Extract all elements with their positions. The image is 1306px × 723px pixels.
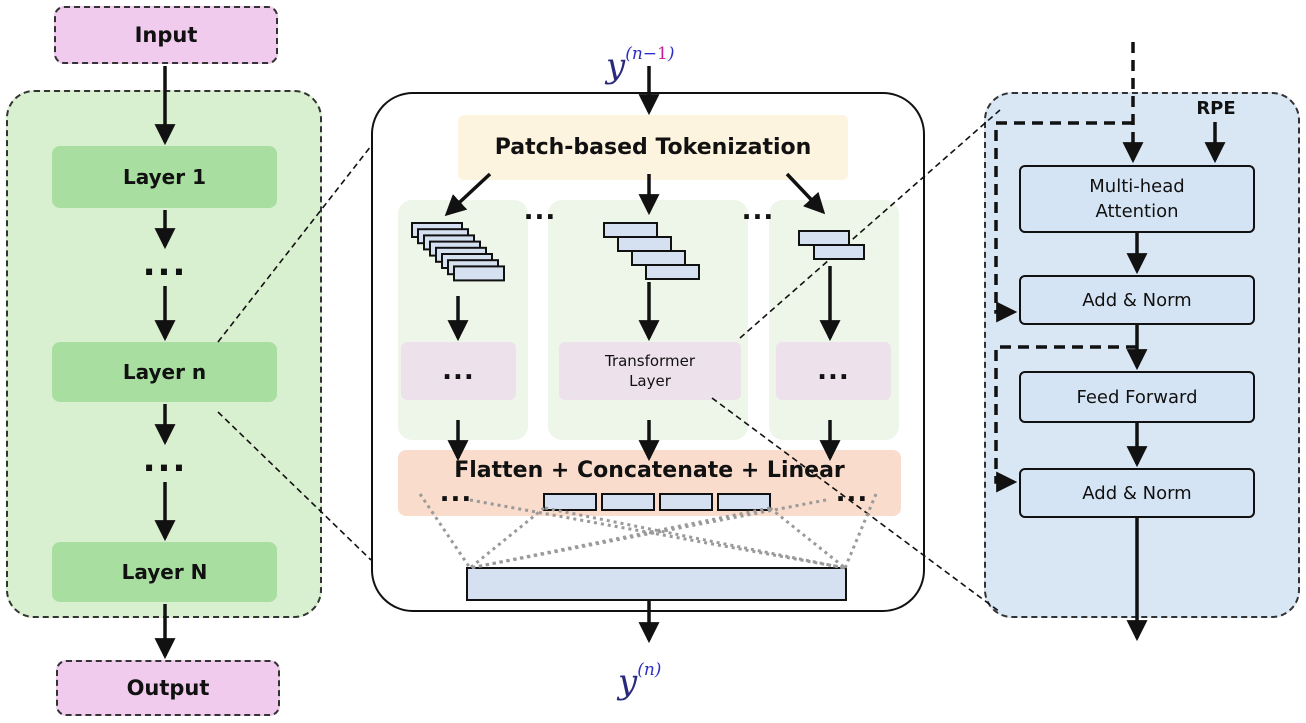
token-patch bbox=[453, 265, 505, 282]
input-label: Input bbox=[134, 23, 198, 47]
branch-ellipsis-1: ... bbox=[523, 196, 557, 226]
layer-n-label: Layer n bbox=[122, 360, 207, 384]
input-variable-sup-one: 1 bbox=[657, 44, 668, 64]
residual-connection-1 bbox=[994, 121, 1133, 323]
token-stack-left bbox=[411, 222, 505, 282]
zoom-line-bottom bbox=[217, 411, 372, 561]
layer-1-box: Layer 1 bbox=[52, 146, 277, 208]
flattened-token bbox=[601, 493, 655, 511]
branch-ellipsis-2: ... bbox=[741, 196, 775, 226]
residual-connection-2 bbox=[994, 345, 1137, 493]
feed-forward-label: Feed Forward bbox=[1076, 386, 1198, 408]
add-norm-box-1: Add & Norm bbox=[1019, 275, 1255, 325]
token-stack-right bbox=[798, 230, 865, 260]
multi-head-attention-label: Multi-head Attention bbox=[1089, 176, 1185, 222]
token-patch bbox=[631, 250, 686, 266]
rpe-label-wrap: RPE bbox=[1186, 94, 1246, 122]
patch-tokenization-box: Patch-based Tokenization bbox=[458, 115, 848, 180]
input-variable-sup-close: ) bbox=[667, 44, 675, 64]
linear-mixing-lines bbox=[418, 493, 878, 570]
flattened-token bbox=[659, 493, 713, 511]
flattened-tokens bbox=[543, 493, 771, 511]
rpe-label: RPE bbox=[1196, 97, 1236, 119]
transformer-layer-label: Transformer Layer bbox=[604, 352, 695, 390]
zoom-line-block-top bbox=[739, 109, 1001, 339]
zoom-connectors bbox=[217, 109, 1001, 613]
token-patch bbox=[645, 264, 700, 280]
zoom-line-top bbox=[217, 145, 372, 343]
block-arrows bbox=[994, 42, 1226, 642]
token-patch bbox=[813, 244, 865, 260]
add-norm-label-2: Add & Norm bbox=[1082, 482, 1192, 504]
add-norm-box-2: Add & Norm bbox=[1019, 468, 1255, 518]
layer-n-box: Layer n bbox=[52, 342, 277, 402]
input-variable-y: y bbox=[606, 46, 626, 86]
token-stack-center bbox=[603, 222, 700, 280]
output-variable-sup: (n) bbox=[637, 660, 662, 680]
stack-ellipsis-lower: ... bbox=[142, 440, 188, 480]
input-box: Input bbox=[54, 6, 278, 64]
token-patch bbox=[603, 222, 658, 238]
flatten-concat-linear-label-wrap: Flatten + Concatenate + Linear bbox=[398, 453, 901, 487]
encoder-arrows bbox=[444, 66, 841, 644]
branch-left-layer: ... bbox=[401, 342, 516, 400]
add-norm-label-1: Add & Norm bbox=[1082, 289, 1192, 311]
output-label: Output bbox=[126, 676, 210, 700]
input-variable: y(n−1) bbox=[606, 44, 726, 92]
flattened-token bbox=[543, 493, 597, 511]
flatten-concat-linear-label: Flatten + Concatenate + Linear bbox=[454, 457, 845, 483]
multi-head-attention-box: Multi-head Attention bbox=[1019, 165, 1255, 233]
arrow-tokenize-right bbox=[785, 172, 826, 215]
output-variable-y: y bbox=[618, 662, 638, 702]
layer-N-label: Layer N bbox=[121, 560, 208, 584]
arrow-tokenize-left bbox=[444, 172, 492, 217]
output-variable: y(n) bbox=[618, 660, 708, 708]
output-box: Output bbox=[56, 660, 280, 716]
linear-output-bar bbox=[466, 567, 847, 601]
feed-forward-box: Feed Forward bbox=[1019, 371, 1255, 423]
flatten-ellipsis-left: ... bbox=[439, 478, 473, 508]
branch-right-layer: ... bbox=[776, 342, 891, 400]
layer-N-box: Layer N bbox=[52, 542, 277, 602]
patch-tokenization-label: Patch-based Tokenization bbox=[494, 135, 812, 160]
token-patch bbox=[798, 230, 850, 246]
input-variable-sup: (n− bbox=[625, 44, 658, 64]
flattened-token bbox=[717, 493, 771, 511]
stack-ellipsis-upper: ... bbox=[142, 244, 188, 284]
token-patch bbox=[617, 236, 672, 252]
transformer-layer-box: Transformer Layer bbox=[559, 342, 741, 400]
layer-1-label: Layer 1 bbox=[123, 165, 206, 189]
